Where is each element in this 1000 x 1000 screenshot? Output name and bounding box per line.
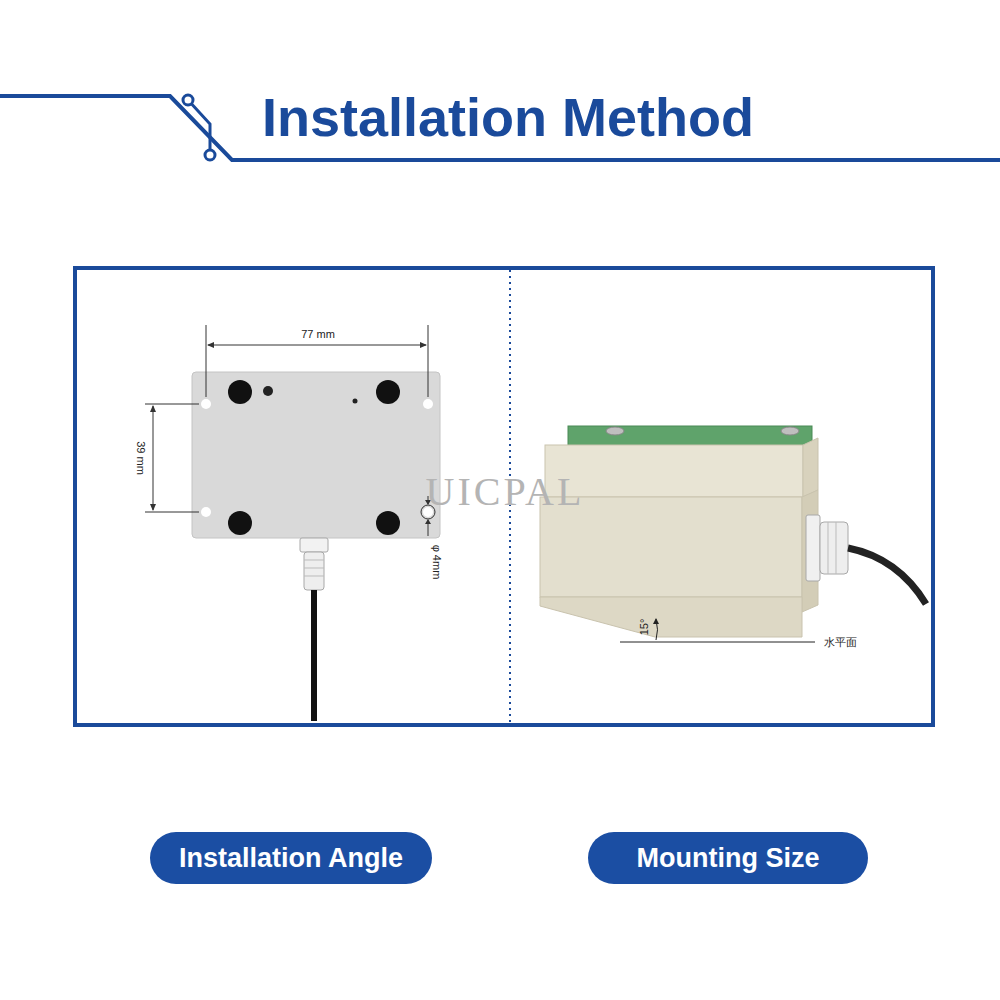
sensor-base-plate-part xyxy=(228,511,252,535)
caption-text: Mounting Size xyxy=(637,843,820,874)
dimension-lines-part xyxy=(420,342,427,348)
angle-marking xyxy=(620,618,815,642)
dimension-lines-part xyxy=(150,405,156,412)
panel-frame-part xyxy=(75,268,933,725)
dimension-lines-part xyxy=(428,325,429,397)
sensor-base-plate-part xyxy=(353,399,358,404)
header-line-part xyxy=(183,95,193,105)
cable-gland-part xyxy=(304,552,324,590)
angle-label: 15° xyxy=(638,619,651,636)
dimension-lines-part xyxy=(150,504,156,511)
sensor-housing xyxy=(540,426,818,637)
sensor-housing-part xyxy=(606,427,624,435)
sensor-base-plate xyxy=(192,372,440,538)
dimension-lines-part xyxy=(425,519,431,524)
cable-gland-part xyxy=(304,576,324,577)
cable-gland-part xyxy=(300,538,328,552)
cable-gland-part xyxy=(304,568,324,569)
caption-pill: Mounting Size xyxy=(588,832,868,884)
dimension-label: 39 mm xyxy=(134,441,147,475)
dimension-lines xyxy=(145,325,435,536)
angle-marking-part xyxy=(620,642,815,643)
caption-text: Installation Angle xyxy=(179,843,403,874)
caption-pill: Installation Angle xyxy=(150,832,432,884)
reference-label: 水平面 xyxy=(824,636,857,649)
side-cable-gland xyxy=(806,515,926,604)
dimension-lines-part xyxy=(208,345,426,346)
dimension-lines-part xyxy=(145,404,199,405)
panel-frame xyxy=(75,268,933,725)
dimension-label: 77 mm xyxy=(301,328,335,341)
dimension-lines-part xyxy=(145,512,199,513)
sensor-base-plate-part xyxy=(192,372,440,538)
side-cable-gland-part xyxy=(848,548,926,604)
hole-diameter-label: φ 4mm xyxy=(430,545,443,580)
sensor-housing-part xyxy=(803,438,818,497)
sensor-base-plate-part xyxy=(423,399,433,409)
dimension-lines-part xyxy=(206,325,207,397)
cable-gland-part xyxy=(304,560,324,561)
page-title: Installation Method xyxy=(262,86,754,148)
side-cable-gland-part xyxy=(806,515,820,581)
sensor-base-plate-part xyxy=(376,511,400,535)
side-cable-gland-part xyxy=(836,522,837,574)
sensor-base-plate-part xyxy=(376,380,400,404)
side-cable-gland-part xyxy=(820,522,848,574)
sensor-housing-part xyxy=(540,597,802,637)
watermark: UICPAL xyxy=(426,470,585,514)
sensor-housing-part xyxy=(781,427,799,435)
dimension-lines-part xyxy=(153,406,154,510)
cable-part xyxy=(311,590,317,721)
sensor-base-plate-part xyxy=(201,507,211,517)
sensor-base-plate-part xyxy=(263,386,273,396)
angle-marking-part xyxy=(653,618,659,624)
cable-gland xyxy=(300,538,328,590)
header-line-part xyxy=(205,150,215,160)
sensor-base-plate-part xyxy=(201,399,211,409)
sensor-base-plate-part xyxy=(228,380,252,404)
cable xyxy=(314,590,315,721)
dimension-lines-part xyxy=(207,342,214,348)
header-line-part xyxy=(188,100,210,150)
sensor-housing-part xyxy=(568,426,812,446)
side-cable-gland-part xyxy=(828,522,829,574)
